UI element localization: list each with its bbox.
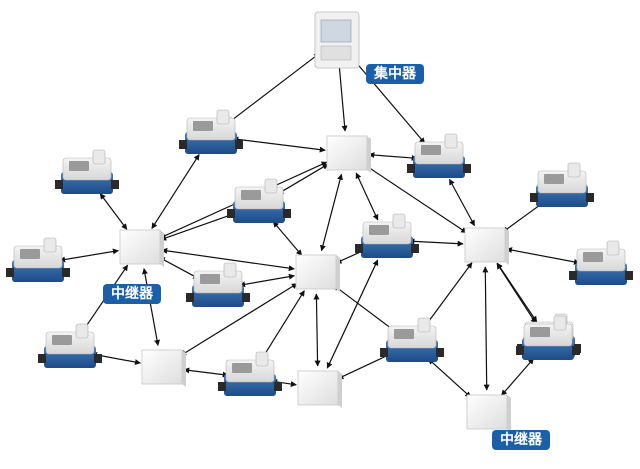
concentrator-label: 集中器 — [366, 64, 424, 84]
link-arrow — [424, 262, 473, 327]
water-meter — [218, 351, 282, 396]
repeater-center — [295, 254, 340, 292]
link-arrow — [160, 211, 239, 241]
link-arrow — [333, 284, 395, 332]
link-arrow — [502, 201, 545, 233]
link-arrow — [355, 172, 379, 221]
link-arrow — [99, 193, 128, 230]
repeater-label-left: 中继器 — [103, 284, 161, 304]
repeater-right — [464, 227, 509, 265]
water-meter — [55, 149, 119, 194]
link-arrow — [158, 256, 200, 280]
link-arrow — [272, 221, 303, 256]
link-arrow — [141, 268, 161, 346]
link-arrow — [368, 152, 418, 161]
water-meter — [380, 317, 444, 362]
water-meter — [186, 262, 250, 307]
link-arrow — [228, 52, 320, 124]
repeater-bottom-center — [297, 370, 342, 408]
device-nodes — [6, 11, 633, 432]
connection-links — [59, 52, 580, 398]
water-meter — [38, 323, 102, 368]
link-arrow — [183, 367, 229, 378]
link-arrow — [261, 290, 305, 360]
link-arrow — [320, 173, 343, 252]
repeater-left — [119, 229, 164, 267]
link-arrow — [408, 238, 464, 247]
water-meter — [227, 178, 291, 223]
link-arrow — [277, 163, 329, 195]
water-meter — [569, 240, 633, 285]
link-arrow — [482, 266, 490, 391]
link-arrow — [496, 262, 537, 325]
link-arrow — [239, 273, 295, 288]
water-meter — [530, 162, 594, 207]
link-arrow — [161, 247, 295, 272]
link-arrow — [506, 247, 580, 265]
repeater-bottom-right — [466, 394, 511, 432]
link-arrow — [151, 154, 200, 229]
concentrator-device — [314, 11, 360, 69]
link-arrow — [336, 61, 348, 132]
repeater-bottom-left — [141, 349, 186, 387]
link-arrow — [337, 352, 393, 380]
link-arrow — [232, 136, 326, 153]
repeater-top — [326, 135, 371, 173]
repeater-label-bottom: 中继器 — [492, 430, 550, 450]
link-arrow — [350, 56, 426, 144]
link-arrow — [59, 248, 119, 263]
link-arrow — [501, 358, 534, 396]
link-arrow — [427, 358, 472, 398]
water-meter — [179, 109, 243, 154]
water-meter — [516, 315, 580, 360]
water-meter — [355, 213, 419, 258]
link-arrow — [448, 178, 476, 227]
link-arrow — [313, 293, 321, 367]
water-meter — [407, 133, 471, 178]
water-meter — [6, 237, 70, 282]
